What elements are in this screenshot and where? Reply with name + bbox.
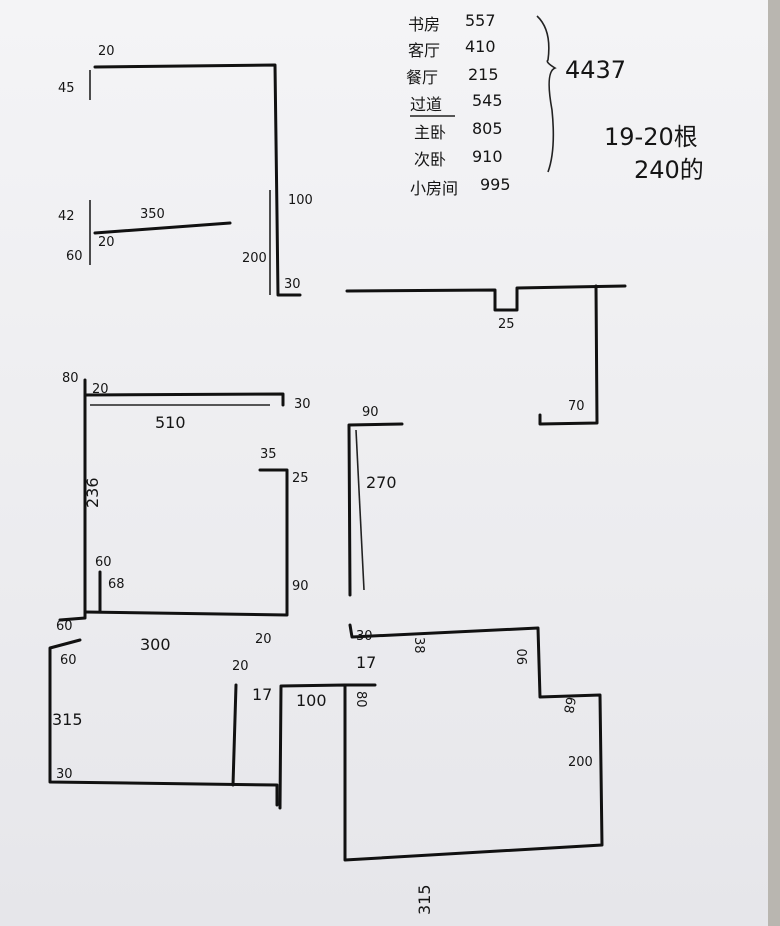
room-value: 910 [472,147,503,166]
room-name: 过道 [410,95,442,114]
corridor-top-right: 25 70 [345,284,627,426]
dim-label: 35 [260,447,277,462]
dim-label: 38 [411,637,426,654]
dim-label: 17 [252,685,272,704]
dim-label: 90 [292,579,309,594]
room-name: 客厅 [408,41,440,60]
dim-label: 60 [56,619,73,634]
dim-label: 510 [155,413,186,432]
dim-label: 80 [62,371,79,386]
room-value: 805 [472,119,503,138]
dim-label: 90 [362,405,379,420]
dim-label: 350 [140,207,165,222]
dim-label: 60 [95,555,112,570]
dim-label: 100 [288,193,313,208]
room-name: 主卧 [414,123,446,142]
room-bottom-right: 100 80 30 17 38 90 68 200 315 [278,623,604,915]
room-value: 410 [465,37,496,56]
room-value: 215 [468,65,499,84]
dim-label: 315 [52,710,83,729]
brace [536,15,557,173]
dim-label: 25 [498,317,515,332]
room-name: 次卧 [414,150,446,169]
room-value: 995 [480,175,511,194]
dim-label: 236 [83,477,102,508]
dim-label: 30 [284,277,301,292]
dim-label: 30 [356,629,373,644]
dim-label: 270 [366,473,397,492]
dim-label: 17 [356,653,376,672]
room-name: 小房间 [410,179,458,198]
dim-label: 90 [516,648,531,665]
dim-label: 25 [292,471,309,486]
room-value: 545 [472,91,503,110]
dim-label: 200 [568,755,593,770]
total-value: 4437 [565,56,626,84]
dim-label: 20 [98,235,115,250]
room-name: 餐厅 [406,68,438,87]
dim-label: 100 [296,691,327,710]
dim-label: 70 [568,399,585,414]
room-middle-left: 80 20 510 30 236 35 25 90 60 68 60 300 2… [56,371,311,668]
dim-label: 30 [294,397,311,412]
room-value: 557 [465,11,496,30]
dim-label: 80 [353,691,368,708]
note-line-2: 240的 [634,156,704,184]
corridor-middle: 90 270 [347,405,404,597]
room-name: 书房 [408,15,440,34]
dim-label: 20 [232,659,249,674]
room-top-left: 20 45 42 60 350 20 100 200 30 [58,44,313,297]
dim-label: 200 [242,251,267,266]
dim-label: 60 [60,653,77,668]
dim-label: 42 [58,209,75,224]
dim-label: 60 [66,249,83,264]
dim-label: 315 [415,884,434,915]
table-surface [768,0,780,926]
room-list: 书房 557 客厅 410 餐厅 215 过道 545 主卧 805 次卧 91… [406,11,704,198]
dim-label: 68 [108,577,125,592]
dim-label: 20 [92,382,109,397]
dim-label: 30 [56,767,73,782]
room-bottom-left: 315 30 20 17 [48,638,279,807]
dim-label: 20 [255,632,272,647]
dim-label: 300 [140,635,171,654]
dim-label: 45 [58,81,75,96]
note-line-1: 19-20根 [604,123,698,151]
dim-label: 20 [98,44,115,59]
dim-label: 68 [560,696,578,715]
